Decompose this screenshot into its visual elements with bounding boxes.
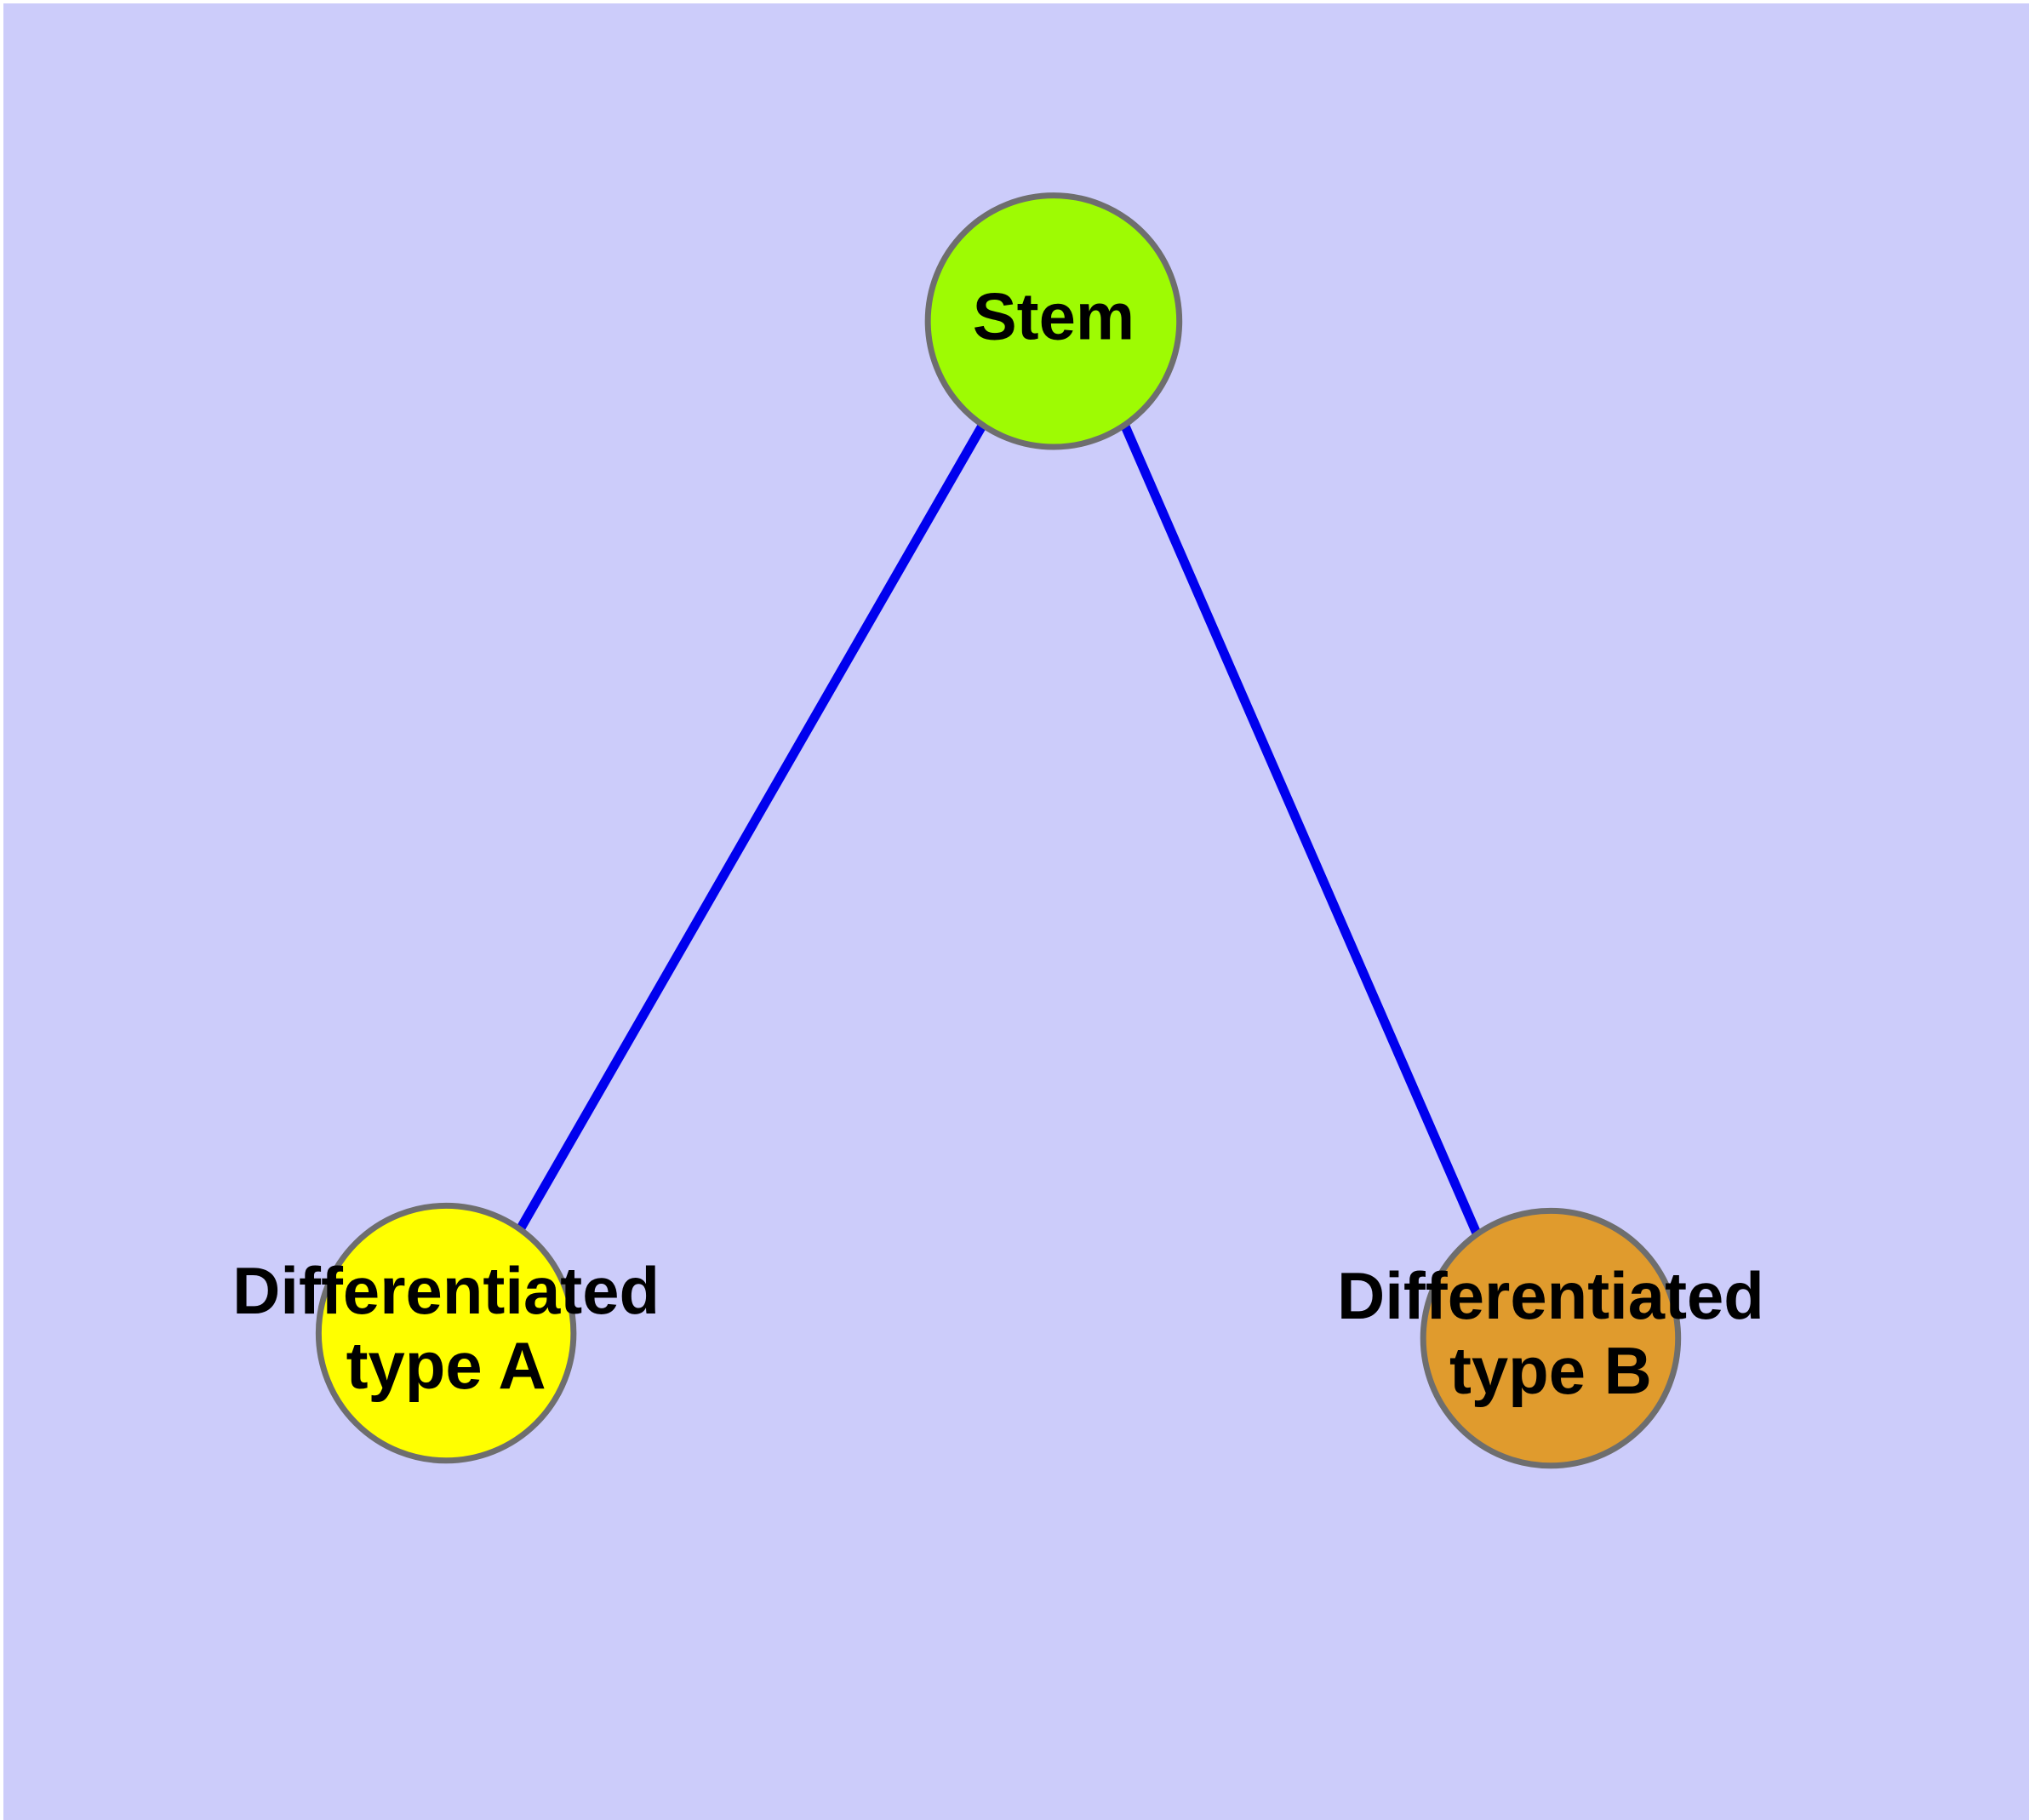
edge-stem-to-differentiated-b xyxy=(1120,423,1483,1238)
node-differentiated-type-b-label-line-0: Differentiated xyxy=(1337,1260,1764,1333)
node-differentiated-type-a-label-line-0: Differentiated xyxy=(232,1255,660,1328)
edge-stem-to-differentiated-a xyxy=(516,423,986,1233)
node-differentiated-type-b-label-line-1: type B xyxy=(1449,1335,1652,1408)
node-stem[interactable]: Stem xyxy=(924,192,1183,450)
edge-group xyxy=(516,423,1483,1238)
node-stem-label-line-0: Stem xyxy=(973,280,1135,353)
node-differentiated-type-a-label-line-1: type A xyxy=(346,1330,546,1403)
node-differentiated-type-b-circle[interactable] xyxy=(1420,1207,1682,1469)
node-stem-label: Stem xyxy=(973,280,1135,353)
node-differentiated-type-a-circle[interactable] xyxy=(315,1202,577,1464)
node-stem-circle[interactable] xyxy=(924,192,1183,450)
